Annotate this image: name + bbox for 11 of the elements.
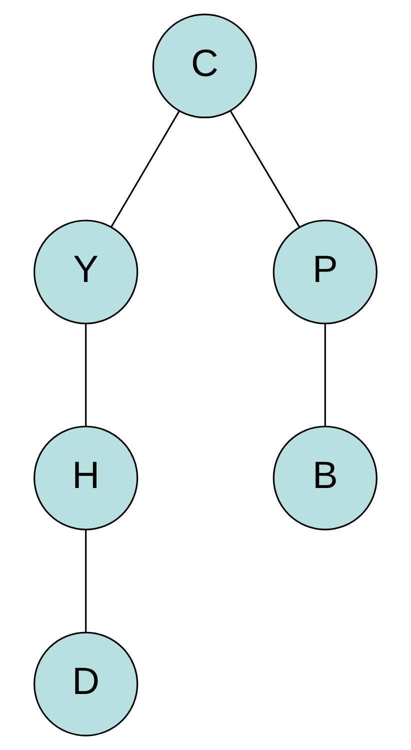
node-circle: C bbox=[152, 14, 257, 118]
connector bbox=[85, 530, 87, 632]
node-circle: B bbox=[272, 426, 378, 530]
connector bbox=[85, 324, 87, 426]
connector bbox=[324, 324, 326, 426]
node-circle: D bbox=[34, 632, 138, 736]
connector bbox=[230, 110, 300, 228]
node-circle: H bbox=[34, 426, 138, 530]
node-circle: P bbox=[272, 220, 378, 324]
connector bbox=[110, 110, 180, 228]
node-circle: Y bbox=[34, 220, 138, 324]
